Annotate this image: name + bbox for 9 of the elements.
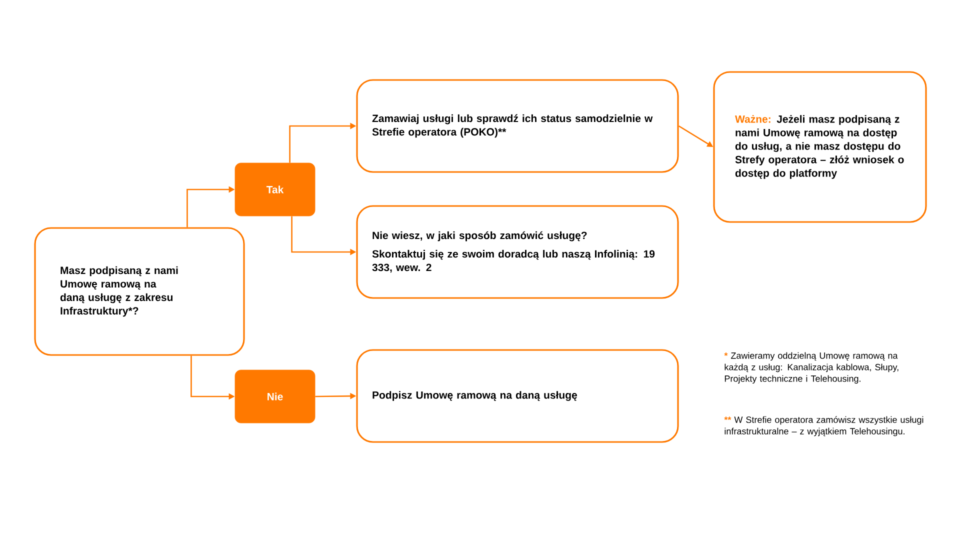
process-box: Podpisz Umowę ramową na daną usługę [356,349,679,443]
process-box: Masz podpisaną z nami Umowę ramową na daną usługę z zakresu Infrastruktury*? [34,227,245,356]
process-box: Nie wiesz, w jaki sposób zamówić usługę? Skontaktuj się ze swoim doradcą lub naszą Infolinią: 19 333, wew. 2 [356,205,679,299]
answer-box: Tak [234,162,316,216]
answer-box: Nie [234,370,316,424]
footnote: ** W Strefie operatora zamówisz wszystkie usługi infrastrukturalne – z wyjątkiem Telehousingu. [724,416,924,436]
footnote: * Zawieramy oddzielną Umowę ramową na każdą z usług: Kanalizacja kablowa, Słupy, Projekty techniczne i Telehousing. [724,352,898,384]
process-box: Ważne: Jeżeli masz podpisaną z nami Umowę ramową na dostęp do usług, a nie masz dostępu do Strefy operatora – złóż wniosek o dostęp do platformy [713,71,927,223]
process-box: Zamawiaj usługi lub sprawdź ich status samodzielnie w Strefie operatora (POKO)** [356,79,679,173]
